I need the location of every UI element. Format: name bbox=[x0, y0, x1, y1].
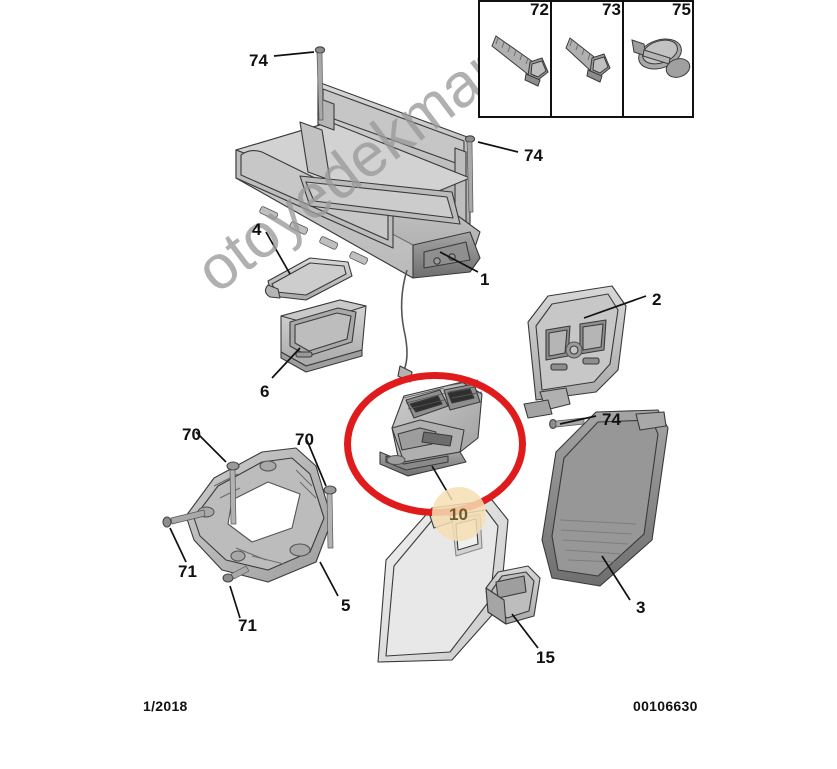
callout-label-6: 6 bbox=[260, 382, 270, 401]
footer-drawing-number: 00106630 bbox=[633, 698, 698, 714]
callout-label-10: 10 bbox=[449, 505, 468, 524]
hex-flange-bolt-long-icon bbox=[491, 35, 549, 87]
callout-label-71-lower: 71 bbox=[238, 616, 257, 635]
bolt-left bbox=[162, 509, 206, 528]
callout-label-15: 15 bbox=[536, 648, 555, 667]
callout-label-3: 3 bbox=[636, 598, 646, 617]
fastener-inset-box: 72 73 75 bbox=[478, 0, 694, 118]
part-trim-strip bbox=[264, 257, 353, 301]
part-center-console-bezel bbox=[523, 285, 627, 429]
fastener-artwork bbox=[491, 35, 691, 87]
bolt-lower bbox=[222, 565, 250, 583]
callout-label-74-upper-right: 74 bbox=[524, 146, 543, 165]
part-side-panel-right bbox=[541, 409, 669, 587]
callout-label-71-left: 71 bbox=[178, 562, 197, 581]
screw-upper-right bbox=[464, 135, 476, 213]
watermark-dot bbox=[432, 487, 486, 541]
callout-label-5: 5 bbox=[341, 596, 351, 615]
fastener-label-73: 73 bbox=[602, 0, 621, 19]
hex-flange-bolt-short-icon bbox=[565, 37, 611, 83]
callout-label-4: 4 bbox=[252, 220, 262, 239]
callout-label-74-upper-left: 74 bbox=[249, 51, 268, 70]
callout-label-1: 1 bbox=[480, 270, 490, 289]
highlight-ellipse bbox=[344, 372, 526, 516]
stud-bolt-right bbox=[323, 485, 337, 549]
fastener-label-75: 75 bbox=[672, 0, 691, 19]
part-small-cover-lid bbox=[485, 565, 541, 625]
part-armrest-console-lid-assembly bbox=[235, 46, 481, 383]
footer-date: 1/2018 bbox=[143, 698, 188, 714]
screw-upper-left bbox=[314, 46, 326, 121]
callout-label-2: 2 bbox=[652, 290, 662, 309]
callout-label-70-right: 70 bbox=[295, 430, 314, 449]
part-console-frame-bracket bbox=[162, 447, 337, 583]
fastener-label-72: 72 bbox=[530, 0, 549, 19]
part-storage-tray bbox=[280, 299, 367, 373]
callout-label-70-left: 70 bbox=[182, 425, 201, 444]
push-rivet-clip-icon bbox=[631, 38, 691, 78]
callout-label-74-mid-right: 74 bbox=[602, 410, 621, 429]
stud-bolt-left bbox=[226, 461, 240, 525]
